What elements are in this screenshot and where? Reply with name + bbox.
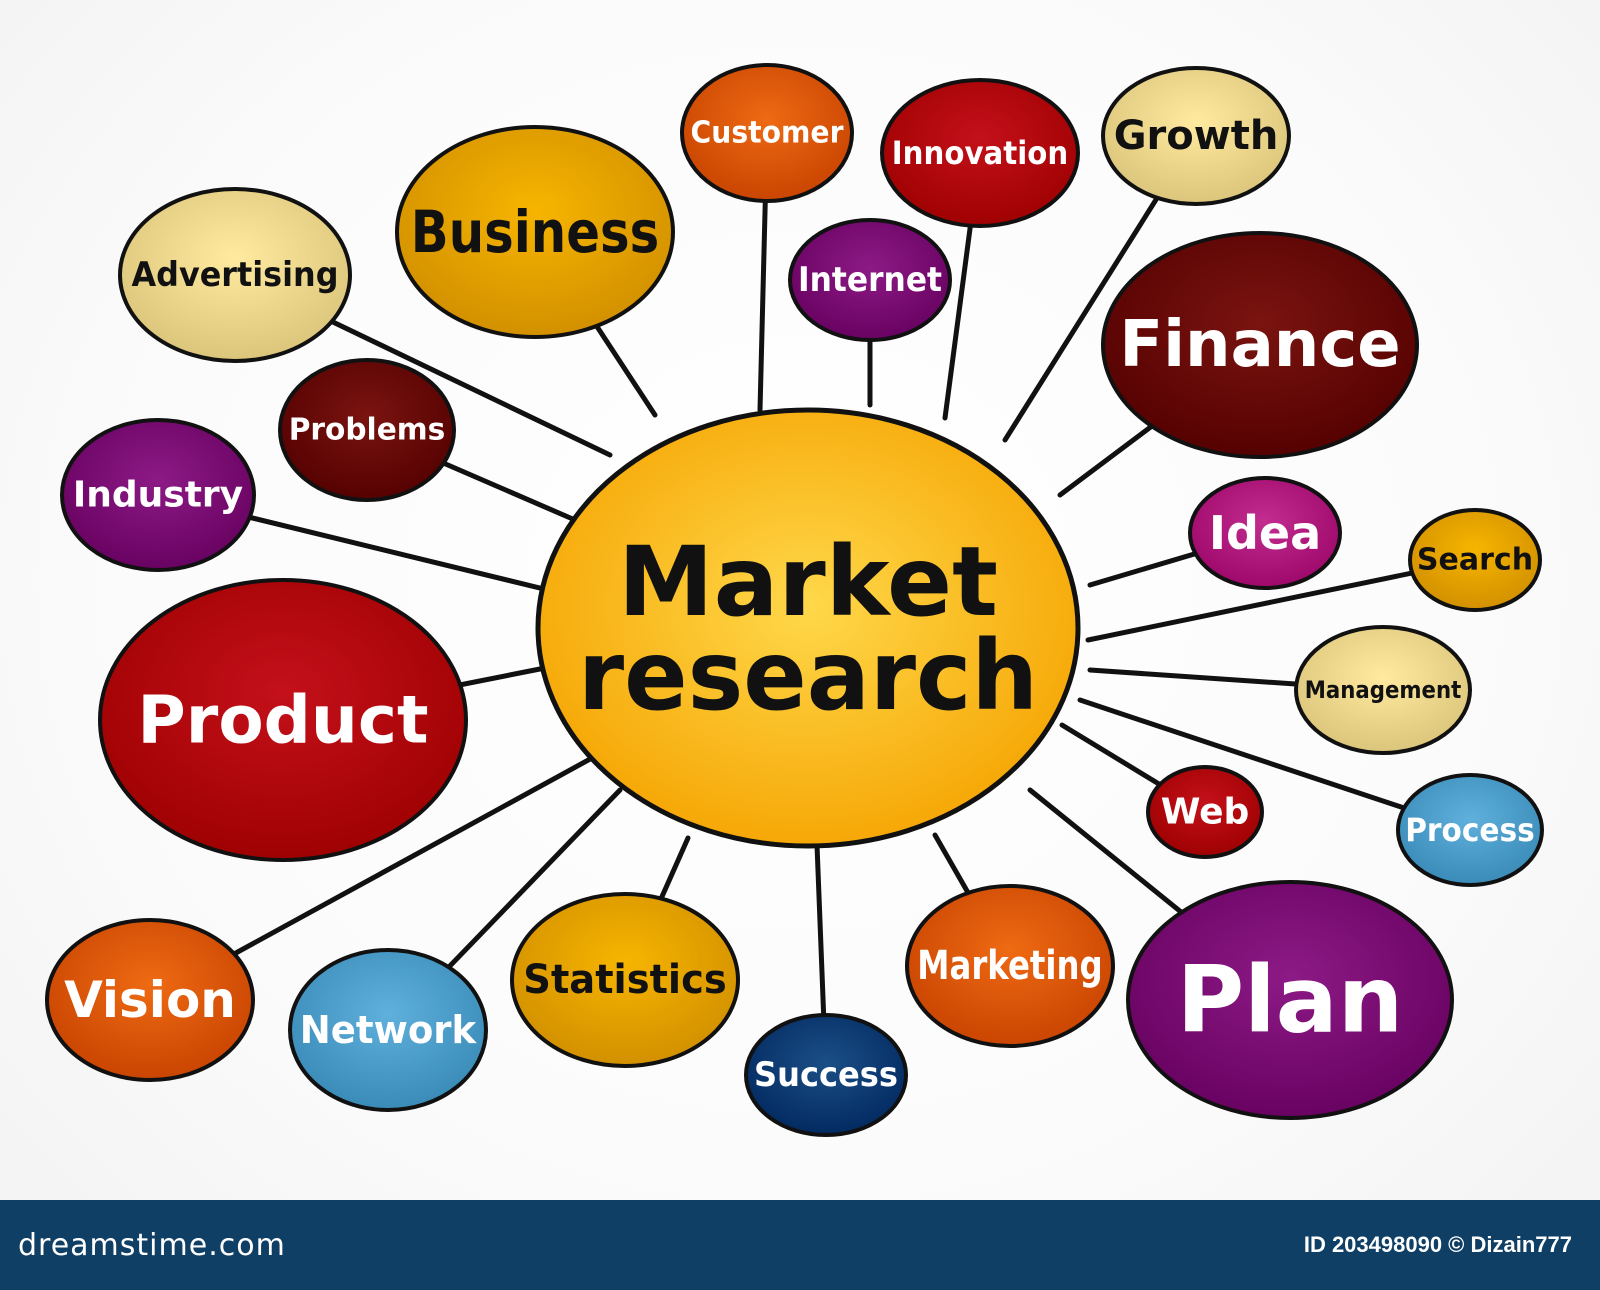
node-success: Success bbox=[744, 1013, 908, 1137]
node-product: Product bbox=[98, 578, 468, 862]
center-bubble bbox=[535, 407, 1081, 849]
node-web: Web bbox=[1146, 765, 1264, 859]
node-label-search: Search bbox=[1417, 543, 1533, 578]
footer-logo: dreamstime.com bbox=[18, 1227, 286, 1263]
node-label-network: Network bbox=[300, 1008, 477, 1052]
node-label-finance: Finance bbox=[1119, 308, 1400, 382]
node-idea: Idea bbox=[1188, 476, 1342, 590]
node-management: Management bbox=[1294, 625, 1472, 755]
node-bubble-marketing bbox=[905, 884, 1115, 1048]
node-marketing: Marketing bbox=[905, 884, 1115, 1048]
node-innovation: Innovation bbox=[880, 78, 1080, 228]
node-label-problems: Problems bbox=[289, 413, 446, 448]
node-bubble-vision bbox=[45, 918, 255, 1082]
node-bubble-problems bbox=[278, 358, 456, 502]
node-customer: Customer bbox=[680, 63, 854, 203]
node-bubble-process bbox=[1396, 773, 1544, 887]
node-industry: Industry bbox=[60, 418, 256, 572]
node-bubble-success bbox=[744, 1013, 908, 1137]
node-bubble-business bbox=[395, 125, 675, 339]
node-business: Business bbox=[395, 125, 675, 339]
center-label-line1: Market bbox=[618, 526, 998, 638]
node-label-plan: Plan bbox=[1177, 947, 1404, 1054]
center-label-line2: research bbox=[578, 620, 1038, 732]
node-internet: Internet bbox=[788, 218, 952, 342]
node-vision: Vision bbox=[45, 918, 255, 1082]
node-label-customer: Customer bbox=[691, 116, 844, 151]
footer-credit: ID 203498090 © Dizain777 bbox=[1303, 1232, 1572, 1257]
node-growth: Growth bbox=[1101, 66, 1291, 206]
node-label-industry: Industry bbox=[73, 475, 243, 516]
node-bubble-growth bbox=[1101, 66, 1291, 206]
node-label-advertising: Advertising bbox=[132, 255, 339, 295]
node-bubble-management bbox=[1294, 625, 1472, 755]
node-advertising: Advertising bbox=[118, 187, 352, 363]
node-plan: Plan bbox=[1126, 880, 1454, 1120]
node-label-idea: Idea bbox=[1209, 506, 1321, 560]
node-bubble-customer bbox=[680, 63, 854, 203]
node-process: Process bbox=[1396, 773, 1544, 887]
node-label-statistics: Statistics bbox=[523, 957, 726, 1003]
node-label-success: Success bbox=[754, 1055, 898, 1095]
node-bubble-statistics bbox=[510, 892, 740, 1068]
node-problems: Problems bbox=[278, 358, 456, 502]
node-finance: Finance bbox=[1101, 231, 1419, 459]
node-label-innovation: Innovation bbox=[892, 134, 1068, 172]
node-bubble-product bbox=[98, 578, 468, 862]
node-label-marketing: Marketing bbox=[917, 943, 1102, 989]
mind-map-diagram: Market research Business CustomerInnovati… bbox=[45, 63, 1544, 1137]
node-bubble-search bbox=[1408, 508, 1542, 612]
node-bubble-plan bbox=[1126, 880, 1454, 1120]
node-label-process: Process bbox=[1405, 811, 1535, 849]
node-bubble-industry bbox=[60, 418, 256, 572]
node-bubble-idea bbox=[1188, 476, 1342, 590]
node-label-growth: Growth bbox=[1114, 113, 1279, 159]
node-label-vision: Vision bbox=[64, 971, 236, 1029]
node-bubble-finance bbox=[1101, 231, 1419, 459]
center-node: Market research bbox=[535, 407, 1081, 849]
node-bubble-advertising bbox=[118, 187, 352, 363]
node-search: Search bbox=[1408, 508, 1542, 612]
node-bubble-internet bbox=[788, 218, 952, 342]
node-label-business: Business bbox=[411, 198, 659, 266]
node-label-web: Web bbox=[1161, 792, 1250, 833]
node-label-management: Management bbox=[1305, 676, 1462, 704]
node-bubble-network bbox=[288, 948, 488, 1112]
node-bubble-web bbox=[1146, 765, 1264, 859]
footer-bar: dreamstime.com ID 203498090 © Dizain777 bbox=[0, 1200, 1600, 1290]
node-bubble-innovation bbox=[880, 78, 1080, 228]
node-label-product: Product bbox=[137, 682, 428, 759]
node-label-internet: Internet bbox=[798, 260, 942, 300]
node-network: Network bbox=[288, 948, 488, 1112]
node-statistics: Statistics bbox=[510, 892, 740, 1068]
